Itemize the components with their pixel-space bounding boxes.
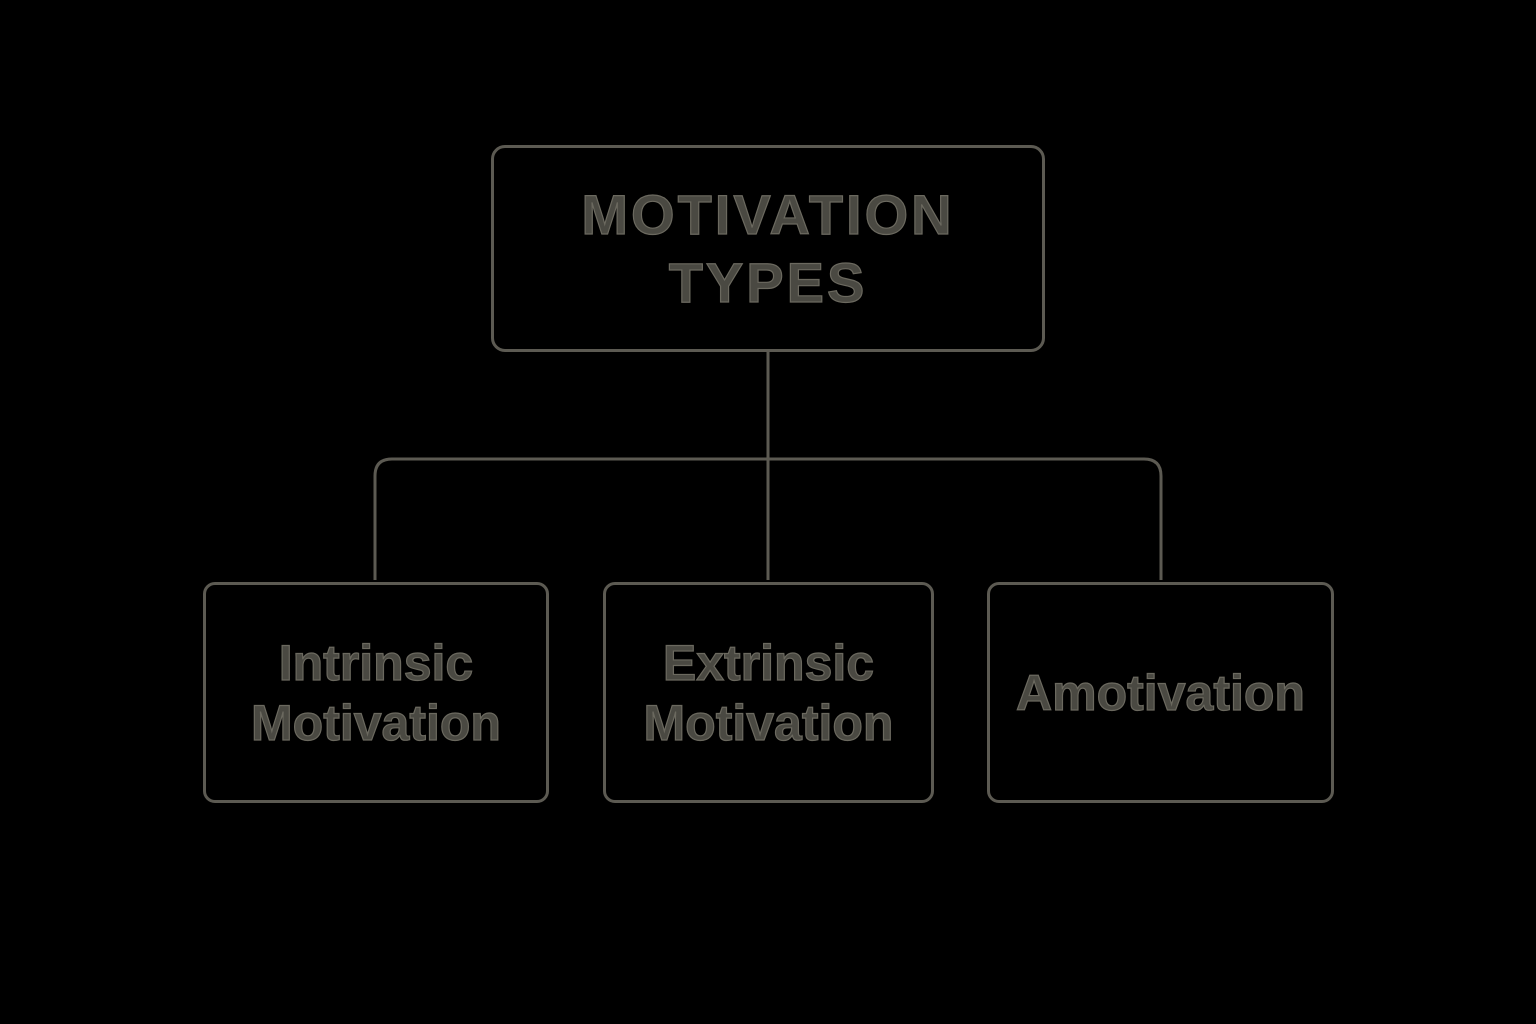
child-2-label-line2: Motivation [643, 694, 894, 751]
root-label-line1: MOTIVATION [581, 182, 955, 246]
child-2-label-line1: Extrinsic [662, 634, 875, 691]
child-node-intrinsic-motivation: Intrinsic Motivation [203, 582, 549, 803]
child-3-label-line1: Amotivation [1015, 664, 1305, 721]
root-label-line2: TYPES [668, 250, 868, 314]
child-1-label-line2: Motivation [250, 694, 501, 751]
connector-right-branch [768, 457, 1163, 580]
root-node-motivation-types: MOTIVATION TYPES [491, 145, 1045, 352]
child-1-label-line1: Intrinsic [278, 634, 474, 691]
connector-left-branch [373, 457, 768, 580]
child-node-extrinsic-motivation: Extrinsic Motivation [603, 582, 934, 803]
child-node-amotivation: Amotivation [987, 582, 1334, 803]
